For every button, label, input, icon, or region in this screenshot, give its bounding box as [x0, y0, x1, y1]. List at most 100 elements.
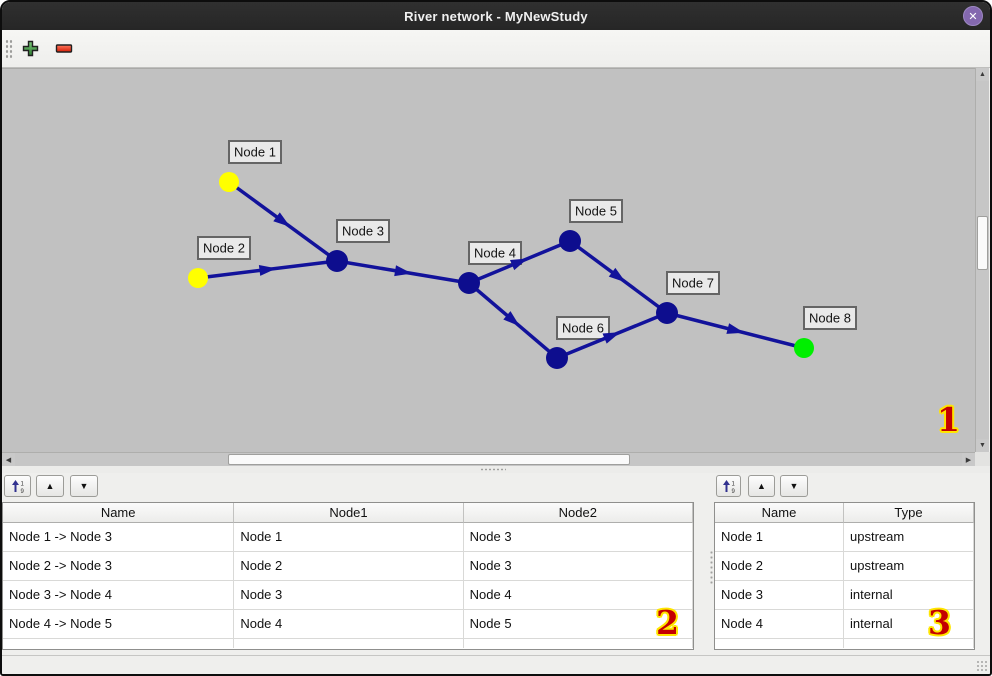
table-cell[interactable]: Node 3	[715, 581, 844, 610]
column-header-type[interactable]: Type	[844, 503, 974, 523]
move-down-button[interactable]: ▼	[70, 475, 98, 497]
horizontal-scroll-thumb[interactable]	[228, 454, 630, 465]
vertical-splitter[interactable]	[709, 550, 714, 584]
node-label[interactable]: Node 4	[468, 241, 522, 265]
table-row-empty	[3, 639, 693, 648]
table-cell[interactable]: Node 3	[463, 552, 693, 581]
scroll-down-button[interactable]: ▼	[976, 439, 989, 452]
node-circle-node-3[interactable]	[326, 250, 348, 272]
node-circle-node-4[interactable]	[458, 272, 480, 294]
table-cell[interactable]: Node 3 -> Node 4	[3, 581, 235, 610]
svg-text:Node 5: Node 5	[575, 204, 617, 219]
node-label[interactable]: Node 6	[556, 316, 610, 340]
remove-button[interactable]	[52, 36, 76, 60]
node-circle-node-5[interactable]	[559, 230, 581, 252]
edge-arrow-icon	[608, 267, 626, 283]
table-cell[interactable]: Node 2 -> Node 3	[3, 552, 235, 581]
table-cell[interactable]: Node 4	[234, 610, 464, 639]
node-label[interactable]: Node 8	[803, 306, 857, 330]
svg-text:1: 1	[20, 481, 24, 487]
resize-grip-icon[interactable]	[976, 660, 987, 671]
close-button[interactable]: ✕	[963, 6, 983, 26]
table-cell[interactable]: internal	[844, 581, 974, 610]
down-arrow-icon: ▼	[979, 442, 986, 449]
node-circle-node-2[interactable]	[188, 268, 208, 288]
svg-text:Node 8: Node 8	[809, 311, 851, 326]
plus-icon	[22, 40, 38, 56]
node-label[interactable]: Node 1	[228, 140, 282, 164]
column-header-node2[interactable]: Node2	[463, 503, 693, 523]
table-cell[interactable]: Node 4	[463, 581, 693, 610]
column-header-name[interactable]: Name	[3, 503, 235, 523]
table-cell[interactable]: upstream	[844, 552, 974, 581]
toolbar-grip[interactable]	[5, 39, 13, 60]
table-cell[interactable]: Node 3	[463, 523, 693, 552]
scroll-up-button[interactable]: ▲	[976, 68, 989, 81]
scroll-right-button[interactable]: ▶	[962, 453, 975, 466]
column-header-name[interactable]: Name	[715, 503, 844, 523]
svg-text:Node 6: Node 6	[562, 321, 604, 336]
move-up-button[interactable]: ▲	[748, 475, 775, 497]
move-down-button[interactable]: ▼	[780, 475, 808, 497]
node-circle-node-8[interactable]	[794, 338, 814, 358]
annotation-mark-1: 1	[937, 400, 960, 439]
network-canvas[interactable]: Node 1 Node 2 Node 3 Node 4 Node 5 Node 6 Node…	[2, 68, 975, 452]
node-circle-node-6[interactable]	[546, 347, 568, 369]
close-icon: ✕	[968, 10, 978, 23]
sort-button[interactable]: 1 9	[4, 475, 31, 497]
canvas-vertical-scrollbar[interactable]: ▲ ▼	[975, 68, 989, 452]
node-label[interactable]: Node 2	[197, 236, 251, 260]
table-cell[interactable]: Node 1	[715, 523, 844, 552]
status-bar	[2, 655, 990, 674]
annotation-mark-3: 3	[928, 603, 951, 642]
node-circle-node-7[interactable]	[656, 302, 678, 324]
left-arrow-icon: ◀	[5, 456, 12, 464]
table-row-empty	[715, 639, 974, 648]
splitter-handle-icon	[480, 468, 506, 471]
table-cell[interactable]: Node 1	[234, 523, 464, 552]
table-cell[interactable]: Node 5	[463, 610, 693, 639]
column-header-node1[interactable]: Node1	[234, 503, 464, 523]
edge-arrow-icon	[726, 323, 745, 334]
svg-text:Node 7: Node 7	[672, 276, 714, 291]
right-arrow-icon: ▶	[965, 456, 972, 464]
table-cell[interactable]: Node 1 -> Node 3	[3, 523, 235, 552]
table-cell[interactable]: upstream	[844, 523, 974, 552]
node-label[interactable]: Node 7	[666, 271, 720, 295]
down-triangle-icon: ▼	[79, 481, 89, 491]
svg-text:Node 1: Node 1	[234, 145, 276, 160]
edge-arrow-icon	[510, 258, 528, 271]
table-cell[interactable]: internal	[844, 610, 974, 639]
horizontal-splitter[interactable]	[2, 466, 990, 473]
table-cell[interactable]: Node 2	[715, 552, 844, 581]
add-button[interactable]	[18, 36, 42, 60]
sort-button[interactable]: 1 9	[716, 475, 741, 497]
edge-arrow-icon	[503, 311, 520, 327]
move-up-button[interactable]: ▲	[36, 475, 64, 497]
node-label[interactable]: Node 5	[569, 199, 623, 223]
table-cell[interactable]: Node 2	[234, 552, 464, 581]
table-cell[interactable]: Node 4	[715, 610, 844, 639]
canvas-horizontal-scrollbar[interactable]: ◀ ▶	[2, 452, 975, 466]
sort-icon: 1 9	[11, 479, 24, 494]
node-circle-node-1[interactable]	[219, 172, 239, 192]
scroll-left-button[interactable]: ◀	[2, 453, 15, 466]
svg-text:Node 3: Node 3	[342, 224, 384, 239]
vertical-scroll-thumb[interactable]	[977, 216, 988, 270]
node-label[interactable]: Node 3	[336, 219, 390, 243]
svg-text:Node 2: Node 2	[203, 241, 245, 256]
table-cell[interactable]: Node 4 -> Node 5	[3, 610, 235, 639]
table-cell[interactable]: Node 3	[234, 581, 464, 610]
